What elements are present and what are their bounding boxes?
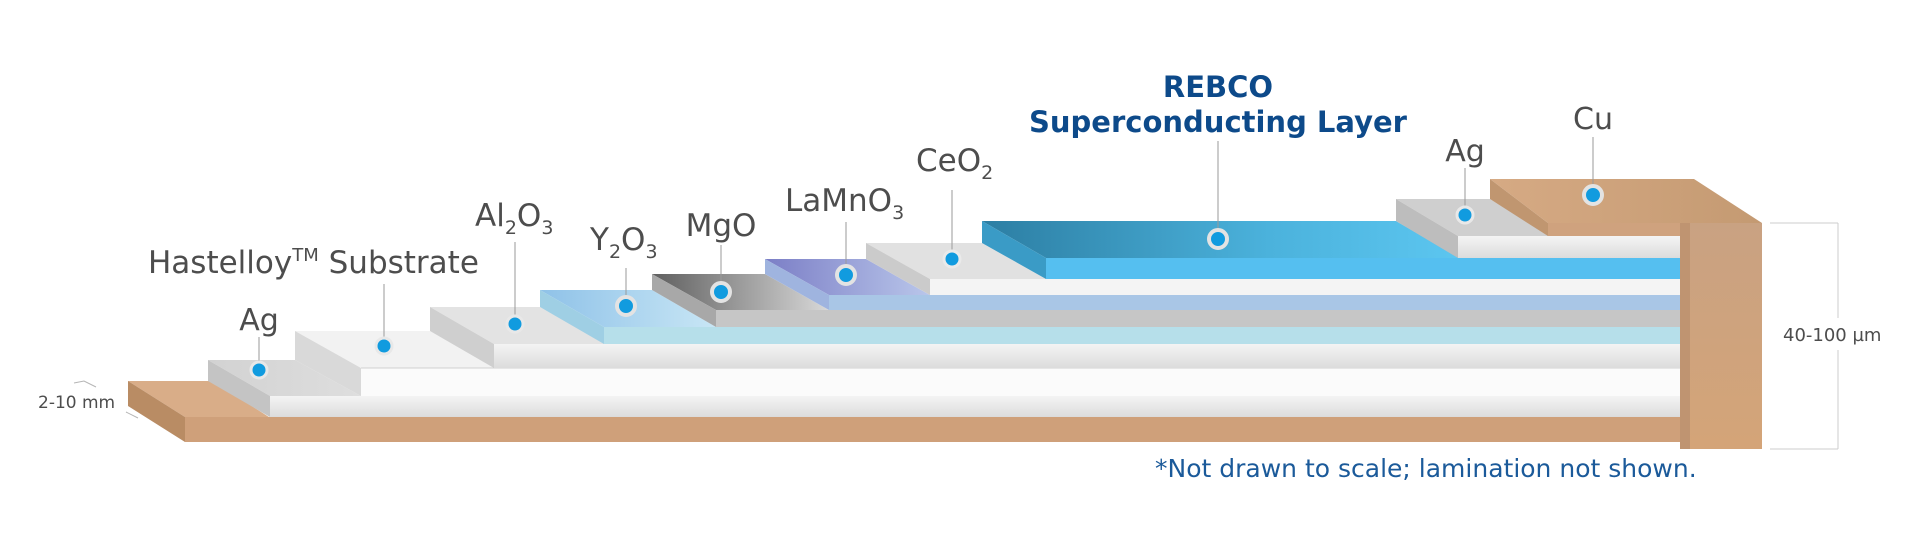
dimension-width: 2-10 mm [38, 380, 139, 419]
marker-rebco [1207, 228, 1229, 250]
marker-cu [1582, 184, 1604, 206]
footnote: *Not drawn to scale; lamination not show… [1155, 454, 1697, 483]
label-rebco-title: REBCO [1163, 70, 1273, 104]
ag-bottom-layer [208, 360, 1680, 417]
layer-labels: Ag HastelloyTM Substrate Al2O3 Y2O3 MgO … [148, 70, 1613, 338]
marker-ceo2 [942, 249, 962, 269]
label-cu: Cu [1573, 102, 1613, 137]
layer-markers [249, 184, 1604, 380]
label-mgo: MgO [686, 208, 757, 244]
marker-mgo [710, 281, 732, 303]
label-ag-bottom: Ag [239, 303, 279, 338]
marker-al2o3 [505, 314, 525, 334]
mgo-layer [652, 274, 1680, 327]
marker-ag-bottom [249, 360, 269, 380]
label-rebco-subtitle: Superconducting Layer [1029, 105, 1408, 139]
thickness-dimension-label: 40-100 µm [1783, 325, 1881, 346]
copper-top-layer [1490, 179, 1762, 449]
label-y2o3: Y2O3 [589, 222, 658, 263]
dimension-thickness: 40-100 µm [1770, 222, 1881, 450]
marker-lamno3 [835, 264, 857, 286]
label-ceo2: CeO2 [916, 143, 993, 184]
label-ag-top: Ag [1445, 134, 1485, 169]
copper-base-layer [128, 381, 1680, 442]
label-lamno3: LaMnO3 [785, 183, 904, 224]
width-dimension-label: 2-10 mm [38, 393, 115, 413]
label-al2o3: Al2O3 [475, 198, 553, 239]
marker-y2o3 [615, 295, 637, 317]
marker-ag-top [1455, 205, 1475, 225]
label-hastelloy-substrate: HastelloyTM Substrate [148, 245, 479, 281]
marker-hastelloy [374, 336, 394, 356]
